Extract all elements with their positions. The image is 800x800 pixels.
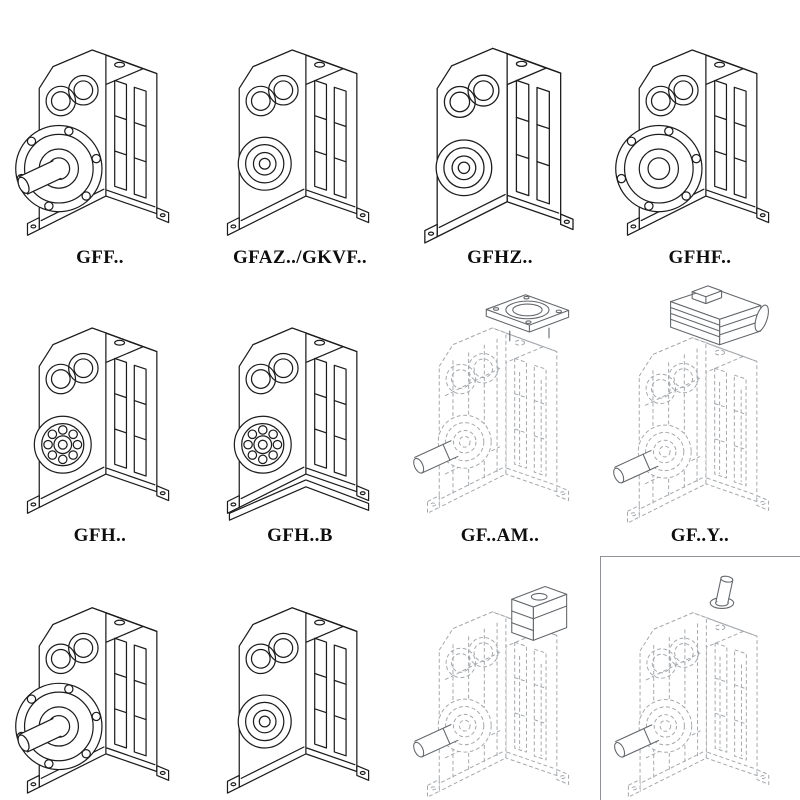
gearbox-input-adapter-icon	[412, 586, 569, 797]
catalog-cell-gf-am: GF..AM..	[400, 278, 600, 556]
gearbox-drawing	[2, 4, 198, 247]
gearbox-hollow-shaft-icon	[425, 48, 573, 242]
gearbox-drawing	[402, 560, 598, 800]
model-label: GFH..B	[267, 524, 333, 546]
model-label: GFHZ..	[467, 247, 533, 269]
gearbox-flange-icon	[616, 50, 769, 235]
gearbox-hollow-shaft-icon	[227, 608, 368, 793]
catalog-cell-gfhz: GFHZ..	[400, 0, 600, 278]
model-label: GF..Y..	[670, 524, 730, 546]
catalog-cell-gfaf-gfvf: GFAF../GFVF..	[0, 556, 200, 800]
gearbox-drawing	[2, 282, 198, 525]
gearbox-drawing	[603, 561, 798, 800]
gearbox-drawing	[2, 560, 198, 800]
gearbox-flange-shaft-icon	[16, 608, 169, 793]
gearbox-drawing	[402, 282, 598, 525]
model-label: GF..AM..	[460, 524, 540, 546]
gearbox-drawing	[602, 4, 798, 247]
catalog-cell-gf-ad: GF..AD..	[600, 555, 800, 800]
gearbox-flange-shaft-icon	[16, 50, 169, 235]
catalog-cell-gf-y: GF..Y..	[600, 278, 800, 556]
catalog-cell-gff: GFF..	[0, 0, 200, 278]
gearbox-hollow-shaft-icon	[227, 50, 368, 235]
model-label: GFH..	[73, 524, 127, 546]
gearbox-drawing	[202, 560, 398, 800]
catalog-cell-gfh-b: GFH..B	[200, 278, 400, 556]
gearbox-shrink-disc-icon	[27, 328, 168, 513]
catalog-cell-gfaz-gkvf: GFAZ../GKVF..	[200, 0, 400, 278]
gearbox-drawing	[202, 282, 398, 525]
model-label: GFAZ../GKVF..	[233, 247, 367, 269]
model-label: GFF..	[76, 247, 124, 269]
gearbox-with-motor-icon	[612, 286, 771, 523]
catalog-cell-gfa-gfv: GFA../GFV..	[200, 556, 400, 800]
catalog-cell-gfh: GFH..	[0, 278, 200, 556]
gearbox-drawing	[202, 4, 398, 247]
gearbox-input-shaft-icon	[613, 575, 769, 797]
gearbox-drawing	[402, 4, 598, 247]
gearbox-shrink-disc-base-icon	[227, 328, 368, 520]
catalog-cell-gf-grf: GF..GRF..	[400, 556, 600, 800]
gearbox-drawing	[602, 282, 798, 525]
catalog-cell-gfhf: GFHF..	[600, 0, 800, 278]
model-label: GFHF..	[668, 247, 732, 269]
gearbox-motor-adapter-icon	[412, 295, 569, 514]
